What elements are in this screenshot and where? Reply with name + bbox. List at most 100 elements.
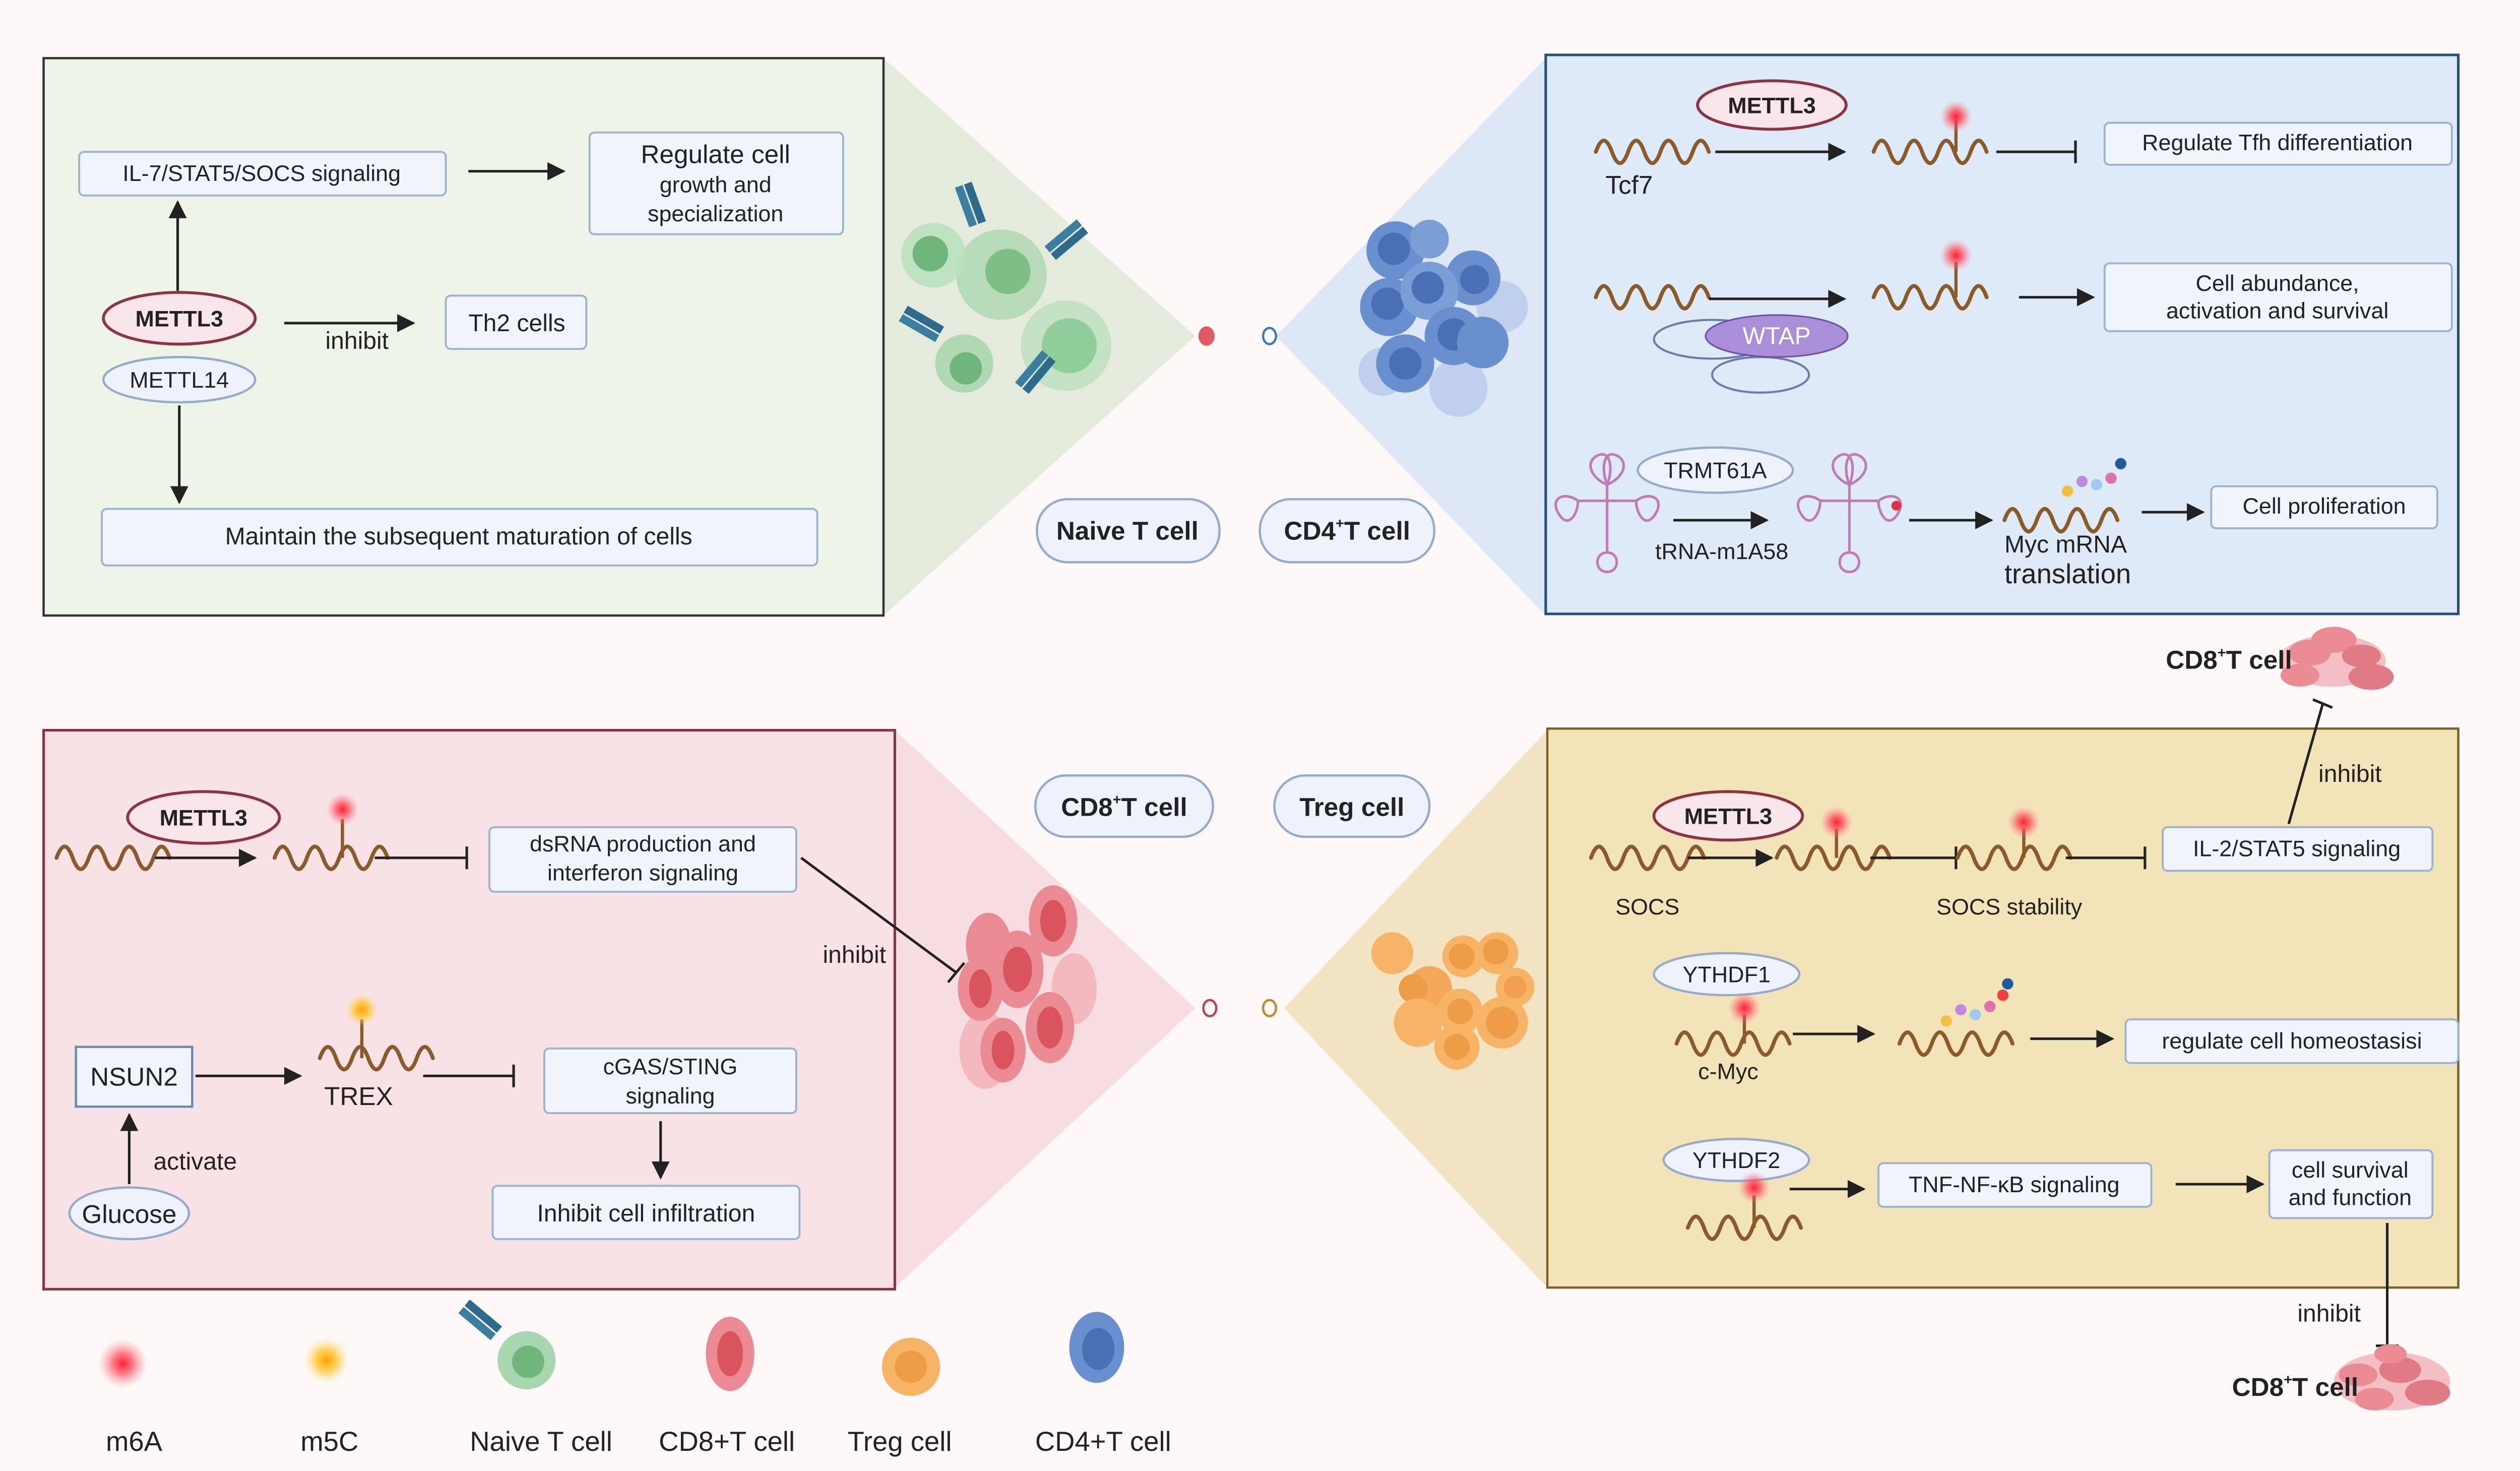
il7-box: IL-7/STAT5/SOCS signaling <box>78 151 447 197</box>
treg-mettl3: METTL3 <box>1652 790 1804 842</box>
cd4-cell-cluster <box>1358 219 1528 417</box>
svg-text:IL-7/STAT5/SOCS signaling: IL-7/STAT5/SOCS signaling <box>122 160 401 186</box>
svg-text:Treg cell: Treg cell <box>1299 792 1404 821</box>
legend-m5c-label: m5C <box>300 1426 358 1457</box>
legend-m6a-icon <box>98 1339 147 1388</box>
svg-text:cell survival: cell survival <box>2292 1157 2409 1183</box>
cd8-cell-cluster <box>958 885 1097 1089</box>
treg-cd8-top-label: CD8+T cell <box>2166 645 2292 674</box>
il2-box: IL-2/STAT5 signaling <box>2162 826 2434 872</box>
svg-text:METTL3: METTL3 <box>160 805 247 831</box>
cd8-mettl3: METTL3 <box>126 790 281 845</box>
activate-text: activate <box>153 1148 237 1175</box>
legend-treg-label: Treg cell <box>848 1426 952 1457</box>
trmt61a: TRMT61A <box>1636 446 1794 494</box>
proliferation-box: Cell proliferation <box>2210 485 2438 529</box>
svg-text:dsRNA production and: dsRNA production and <box>530 831 756 856</box>
dsrna-box: dsRNA production and interferon signalin… <box>488 826 797 893</box>
m6a-mark <box>326 793 359 826</box>
svg-text:specialization: specialization <box>648 201 783 226</box>
naive-dot <box>1198 326 1215 346</box>
treg-dot <box>1262 999 1277 1017</box>
svg-text:Inhibit cell infiltration: Inhibit cell infiltration <box>537 1200 755 1227</box>
svg-text:Cell proliferation: Cell proliferation <box>2242 493 2406 519</box>
naive-mettl14: METTL14 <box>102 355 257 404</box>
svg-text:TRMT61A: TRMT61A <box>1664 458 1767 483</box>
naive-inhibit-text: inhibit <box>325 327 389 354</box>
svg-text:and function: and function <box>2289 1185 2412 1210</box>
svg-text:Maintain the subsequent matura: Maintain the subsequent maturation of ce… <box>225 523 692 550</box>
ythdf1: YTHDF1 <box>1653 952 1801 997</box>
legend-naive-icon <box>455 1292 556 1390</box>
svg-text:Cell abundance,: Cell abundance, <box>2196 270 2359 296</box>
naive-label: Naive T cell <box>1036 498 1221 564</box>
m1a-mark <box>1891 501 1901 511</box>
svg-text:CD4+T cell: CD4+T cell <box>1284 516 1410 545</box>
legend-cd4-icon <box>1069 1312 1124 1383</box>
tnf-box: TNF-NF-κB signaling <box>1877 1162 2153 1208</box>
legend-m5c-icon <box>303 1337 349 1383</box>
tfh-box: Regulate Tfh differentiation <box>2103 121 2453 166</box>
svg-text:activation and survival: activation and survival <box>2166 297 2388 323</box>
svg-text:YTHDF2: YTHDF2 <box>1692 1147 1780 1173</box>
cmyc-text: c-Myc <box>1698 1059 1758 1084</box>
th2-box: Th2 cells <box>445 294 588 350</box>
myc-text-1: Myc mRNA <box>2004 531 2127 558</box>
svg-text:TNF-NF-κB signaling: TNF-NF-κB signaling <box>1909 1172 2120 1197</box>
ythdf2: YTHDF2 <box>1662 1138 1810 1182</box>
svg-text:Naive T cell: Naive T cell <box>1056 516 1199 545</box>
treg-inhibit-top: inhibit <box>2318 760 2382 787</box>
m6a-mark <box>1820 806 1853 839</box>
wtap: WTAP <box>1705 314 1849 358</box>
svg-text:METTL3: METTL3 <box>1728 92 1815 118</box>
m6a-mark <box>2007 806 2040 839</box>
naive-cell-cluster <box>895 181 1111 397</box>
naive-mettl3: METTL3 <box>102 291 257 346</box>
svg-text:IL-2/STAT5 signaling: IL-2/STAT5 signaling <box>2193 835 2401 861</box>
myc-text-2: translation <box>2004 559 2131 589</box>
legend-cd8-icon <box>706 1316 754 1391</box>
cd4-dot <box>1262 327 1277 345</box>
treg-inhibit-bottom: inhibit <box>2297 1300 2361 1327</box>
m6a-mark <box>1728 992 1761 1024</box>
svg-text:interferon signaling: interferon signaling <box>547 860 738 886</box>
abundance-box: Cell abundance, activation and survival <box>2103 262 2453 332</box>
cd8-dot <box>1202 999 1218 1017</box>
peptide-chain <box>2061 458 2126 497</box>
svg-text:Regulate Tfh differentiation: Regulate Tfh differentiation <box>2142 130 2413 155</box>
treg-cd8-bottom-label: CD8+T cell <box>2232 1372 2358 1401</box>
glucose: Glucose <box>68 1186 191 1241</box>
legend-cd8-label: CD8+T cell <box>659 1426 795 1457</box>
cgas-box: cGAS/STING signaling <box>543 1047 797 1114</box>
svg-text:YTHDF1: YTHDF1 <box>1683 961 1771 987</box>
cd4-mettl3: METTL3 <box>1696 79 1848 131</box>
maintain-box: Maintain the subsequent maturation of ce… <box>100 508 818 567</box>
svg-text:growth and: growth and <box>660 171 772 197</box>
m6a-mark <box>1738 1171 1771 1204</box>
svg-text:signaling: signaling <box>625 1083 715 1109</box>
svg-text:WTAP: WTAP <box>1743 323 1811 350</box>
infiltration-box: Inhibit cell infiltration <box>491 1185 801 1240</box>
legend-naive-label: Naive T cell <box>470 1426 612 1457</box>
legend-cd4-label: CD4+T cell <box>1035 1426 1171 1457</box>
cd4-label: CD4+T cell <box>1258 498 1436 564</box>
cd8-inhibit-text: inhibit <box>823 941 886 968</box>
socs-text: SOCS <box>1615 894 1679 920</box>
treg-cd8-bottom-cells <box>2334 1344 2450 1411</box>
m5c-mark <box>345 993 378 1026</box>
svg-text:METTL14: METTL14 <box>130 367 229 393</box>
legend-m6a-label: m6A <box>106 1426 163 1457</box>
svg-text:CD8+T cell: CD8+T cell <box>1061 792 1187 821</box>
treg-label: Treg cell <box>1273 774 1431 838</box>
svg-text:NSUN2: NSUN2 <box>90 1063 178 1091</box>
svg-text:METTL3: METTL3 <box>1684 803 1772 829</box>
cd8-label: CD8+T cell <box>1034 774 1214 838</box>
trex-text: TREX <box>324 1082 393 1111</box>
svg-text:METTL3: METTL3 <box>135 305 223 331</box>
trna-m1a58-text: tRNA-m1A58 <box>1655 538 1788 564</box>
svg-text:Regulate cell: Regulate cell <box>641 140 790 169</box>
legend: m6A m5C Naive T cell CD8+T cell Treg cel… <box>98 1292 1171 1457</box>
tcf7-text: Tcf7 <box>1605 171 1653 200</box>
svg-text:Glucose: Glucose <box>82 1200 176 1229</box>
legend-treg-icon <box>881 1337 940 1396</box>
